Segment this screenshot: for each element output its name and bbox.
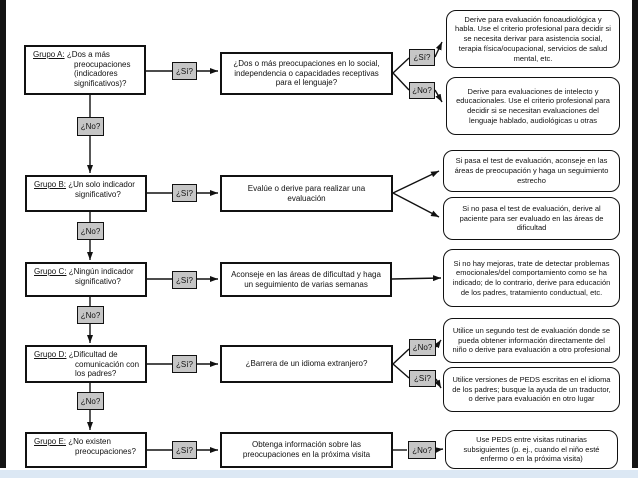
row-e-no-label: ¿No? [412, 445, 432, 455]
row-b-si-tag: ¿Sí? [172, 184, 197, 202]
group-e-label: Grupo E: [34, 437, 67, 446]
bottom-accent-strip [0, 470, 638, 478]
row-e-no-tag: ¿No? [408, 441, 436, 459]
row-c-si-label: ¿Sí? [176, 275, 193, 285]
group-b-text: Grupo B: ¿Un solo indicador significativ… [31, 180, 141, 199]
row-e-middle-box: Obtenga información sobre las preocupaci… [220, 432, 393, 468]
row-b-outcome-top-text: Si pasa el test de evaluación, aconseje … [454, 156, 609, 185]
group-d-text: Grupo D: ¿Dificultad de comunicación con… [31, 350, 141, 379]
row-b-no-tag: ¿No? [77, 222, 104, 240]
row-d-outcome-bottom: Utilice versiones de PEDS escritas en el… [443, 367, 620, 412]
group-a-text: Grupo A: ¿Dos a más preocupaciones (indi… [30, 50, 140, 88]
row-d-outcome-top-text: Utilice un segundo test de evaluación do… [452, 325, 611, 355]
row-a-outcome-bottom-text: Derive para evaluaciones de intelecto y … [456, 86, 610, 125]
row-d-no-tag: ¿No? [77, 392, 104, 410]
row-c-middle-text: Aconseje en las áreas de dificultad y ha… [231, 269, 381, 289]
row-b-outcome-bottom-text: Si no pasa el test de evaluación, derive… [459, 203, 604, 233]
row-d-no-label: ¿No? [80, 396, 101, 406]
row-a-middle-box: ¿Dos o más preocupaciones en lo social, … [220, 52, 393, 95]
row-d-branch-si-tag: ¿Sí? [409, 370, 436, 387]
row-d-branch-si-label: ¿Sí? [414, 374, 431, 383]
row-b-no-label: ¿No? [80, 226, 101, 236]
row-b-middle-text: Evalúe o derive para realizar una evalua… [247, 183, 366, 203]
group-a-question: ¿Dos a más preocupaciones (indicadores s… [66, 50, 131, 88]
row-d-outcome-bottom-text: Utilice versiones de PEDS escritas en el… [452, 374, 611, 404]
right-black-bar [632, 0, 638, 468]
row-e-si-label: ¿Sí? [176, 445, 193, 455]
group-e-text: Grupo E: ¿No existen preocupaciones? [31, 437, 141, 456]
row-a-outcome-top: Derive para evaluación fonoaudiológica y… [446, 10, 620, 68]
row-b-connectors [87, 170, 440, 260]
row-a-outcome-top-text: Derive para evaluación fonoaudiológica y… [455, 14, 611, 63]
group-c-box: Grupo C: ¿Ningún indicador significativo… [25, 262, 147, 297]
row-a-outcome-bottom: Derive para evaluaciones de intelecto y … [446, 77, 620, 135]
row-a-middle-text: ¿Dos o más preocupaciones en lo social, … [233, 59, 380, 88]
group-a-box: Grupo A: ¿Dos a más preocupaciones (indi… [24, 45, 146, 95]
group-e-question: ¿No existen preocupaciones? [68, 437, 136, 456]
row-e-outcome: Use PEDS entre visitas rutinarias subsig… [445, 430, 618, 469]
row-d-branch-no-label: ¿No? [412, 343, 433, 352]
row-c-no-label: ¿No? [80, 310, 101, 320]
row-b-outcome-bottom: Si no pasa el test de evaluación, derive… [443, 197, 620, 240]
row-c-si-tag: ¿Sí? [172, 271, 197, 289]
row-c-outcome-text: Si no hay mejoras, trate de detectar pro… [452, 258, 611, 297]
row-a-no-tag: ¿No? [77, 117, 104, 136]
group-b-question: ¿Un solo indicador significativo? [68, 180, 135, 199]
group-e-box: Grupo E: ¿No existen preocupaciones? [25, 432, 147, 468]
row-e-si-tag: ¿Sí? [172, 441, 197, 459]
row-b-si-label: ¿Sí? [176, 188, 193, 198]
row-a-branch-si-tag: ¿Sí? [409, 49, 435, 66]
row-d-si-tag: ¿Sí? [172, 355, 197, 373]
row-a-branch-no-label: ¿No? [412, 86, 432, 95]
group-b-label: Grupo B: [34, 180, 67, 189]
row-d-middle-text: ¿Barrera de un idioma extranjero? [245, 359, 368, 369]
row-c-outcome: Si no hay mejoras, trate de detectar pro… [443, 249, 620, 307]
row-d-si-label: ¿Sí? [176, 359, 193, 369]
row-a-si-tag: ¿Sí? [172, 62, 197, 80]
group-a-label: Grupo A: [33, 50, 65, 59]
row-a-no-label: ¿No? [80, 122, 101, 131]
row-c-middle-box: Aconseje en las áreas de dificultad y ha… [220, 262, 392, 297]
group-c-text: Grupo C: ¿Ningún indicador significativo… [31, 267, 141, 286]
left-black-bar [0, 0, 6, 468]
row-b-outcome-top: Si pasa el test de evaluación, aconseje … [443, 150, 620, 192]
group-c-label: Grupo C: [34, 267, 67, 276]
group-b-box: Grupo B: ¿Un solo indicador significativ… [25, 175, 147, 212]
group-d-label: Grupo D: [34, 350, 67, 359]
row-d-middle-box: ¿Barrera de un idioma extranjero? [220, 345, 393, 383]
row-e-middle-text: Obtenga información sobre las preocupaci… [242, 440, 371, 459]
group-d-box: Grupo D: ¿Dificultad de comunicación con… [25, 345, 147, 383]
row-a-branch-no-tag: ¿No? [409, 82, 435, 99]
row-a-si-label: ¿Sí? [176, 66, 193, 76]
row-d-branch-no-tag: ¿No? [409, 339, 436, 356]
row-c-no-tag: ¿No? [77, 306, 104, 324]
row-a-branch-si-label: ¿Sí? [413, 53, 431, 62]
group-d-question: ¿Dificultad de comunicación con los padr… [68, 350, 140, 379]
group-c-question: ¿Ningún indicador significativo? [68, 267, 134, 286]
row-d-outcome-top: Utilice un segundo test de evaluación do… [443, 318, 620, 363]
row-b-middle-box: Evalúe o derive para realizar una evalua… [220, 175, 393, 212]
row-e-outcome-text: Use PEDS entre visitas rutinarias subsig… [463, 434, 600, 464]
